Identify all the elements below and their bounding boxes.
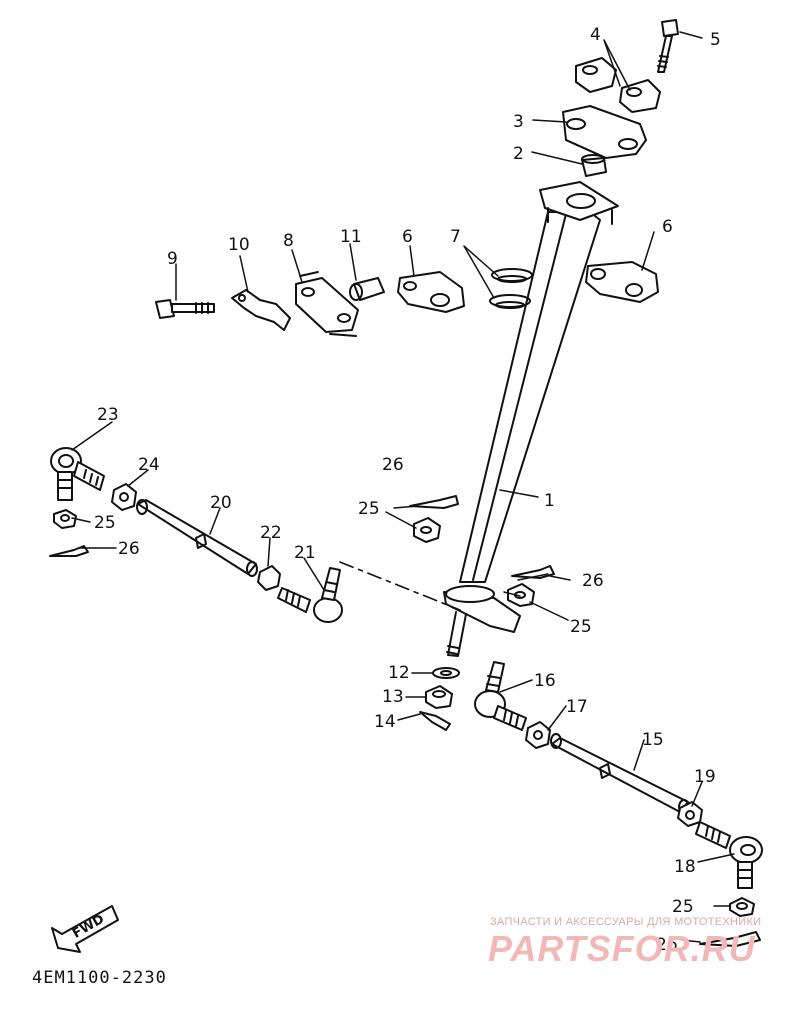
nut-25-lower-right: [729, 897, 755, 917]
tie-rod-end-18: [695, 821, 763, 889]
locking-plate-10: [231, 289, 291, 331]
clamp-6-right: [585, 261, 659, 303]
callout-26-right: 26: [582, 571, 604, 591]
callout-26-center: 26: [382, 455, 404, 475]
clamp-4: [575, 57, 661, 113]
steering-column-shaft: [443, 181, 619, 657]
callout-21: 21: [294, 543, 316, 563]
callout-9: 9: [167, 249, 178, 269]
cotter-pin-26-center: [409, 495, 459, 509]
washer-12: [432, 667, 460, 679]
watermark-tagline: ЗАПЧАСТИ И АКСЕССУАРЫ ДЛЯ МОТОТЕХНИКИ: [490, 916, 762, 928]
callout-3: 3: [513, 112, 524, 132]
callout-1: 1: [544, 491, 555, 511]
callout-18: 18: [674, 857, 696, 877]
callout-6-right: 6: [662, 217, 673, 237]
callout-23: 23: [97, 405, 119, 425]
bushing-2: [581, 154, 607, 177]
clamp-plate-8: [295, 271, 359, 337]
collar-7: [489, 268, 533, 309]
cotter-pin-26-right: [511, 565, 555, 579]
callout-26-lower-right: 26: [656, 935, 678, 955]
tie-rod-end-16: [474, 661, 527, 731]
callout-25-lower-right: 25: [672, 897, 694, 917]
callout-12: 12: [388, 663, 410, 683]
callout-14: 14: [374, 712, 396, 732]
fwd-arrow-icon: [51, 905, 119, 953]
cotter-pin-14: [419, 711, 451, 731]
clamp-6-left: [397, 271, 465, 313]
callout-2: 2: [513, 144, 524, 164]
callout-24: 24: [138, 455, 160, 475]
bolt-9: [155, 299, 215, 319]
nut-25-right: [507, 583, 535, 607]
diagram-code: 4EM1100-2230: [32, 968, 167, 988]
nut-22: [257, 565, 281, 591]
tie-rod-20: [136, 499, 258, 577]
callout-6-left: 6: [402, 227, 413, 247]
callout-25-center: 25: [358, 499, 380, 519]
callout-25-right: 25: [570, 617, 592, 637]
callout-8: 8: [283, 231, 294, 251]
callout-11: 11: [340, 227, 362, 247]
callout-25-left: 25: [94, 513, 116, 533]
callout-16: 16: [534, 671, 556, 691]
tie-rod-end-23: [50, 447, 105, 501]
callout-17: 17: [566, 697, 588, 717]
nut-17: [525, 721, 551, 749]
tie-rod-end-21: [277, 567, 343, 623]
cotter-pin-26-left: [49, 545, 89, 557]
nut-24: [111, 483, 137, 511]
leader-lines: [71, 31, 735, 943]
callout-15: 15: [642, 730, 664, 750]
nut-25-center: [413, 517, 441, 543]
callout-10: 10: [228, 235, 250, 255]
nut-13: [425, 685, 453, 709]
callout-7: 7: [450, 227, 461, 247]
upper-holder-3: [562, 105, 647, 159]
cotter-pin-26-lower-right: [699, 931, 761, 947]
collar-11: [349, 277, 385, 301]
callout-22: 22: [260, 523, 282, 543]
callout-4: 4: [590, 25, 601, 45]
nut-25-left: [53, 509, 77, 529]
callout-20: 20: [210, 493, 232, 513]
callout-labels: 1 2 3 4 5 6 6 7 8 9 10 11 12 13 14 15 16…: [70, 25, 721, 955]
callout-13: 13: [382, 687, 404, 707]
watermark-brand: PARTSFOR.RU: [488, 928, 756, 969]
callout-26-left: 26: [118, 539, 140, 559]
tie-rod-15: [550, 733, 690, 815]
callout-19: 19: [694, 767, 716, 787]
callout-5: 5: [710, 30, 721, 50]
bolt-5: [657, 19, 679, 73]
